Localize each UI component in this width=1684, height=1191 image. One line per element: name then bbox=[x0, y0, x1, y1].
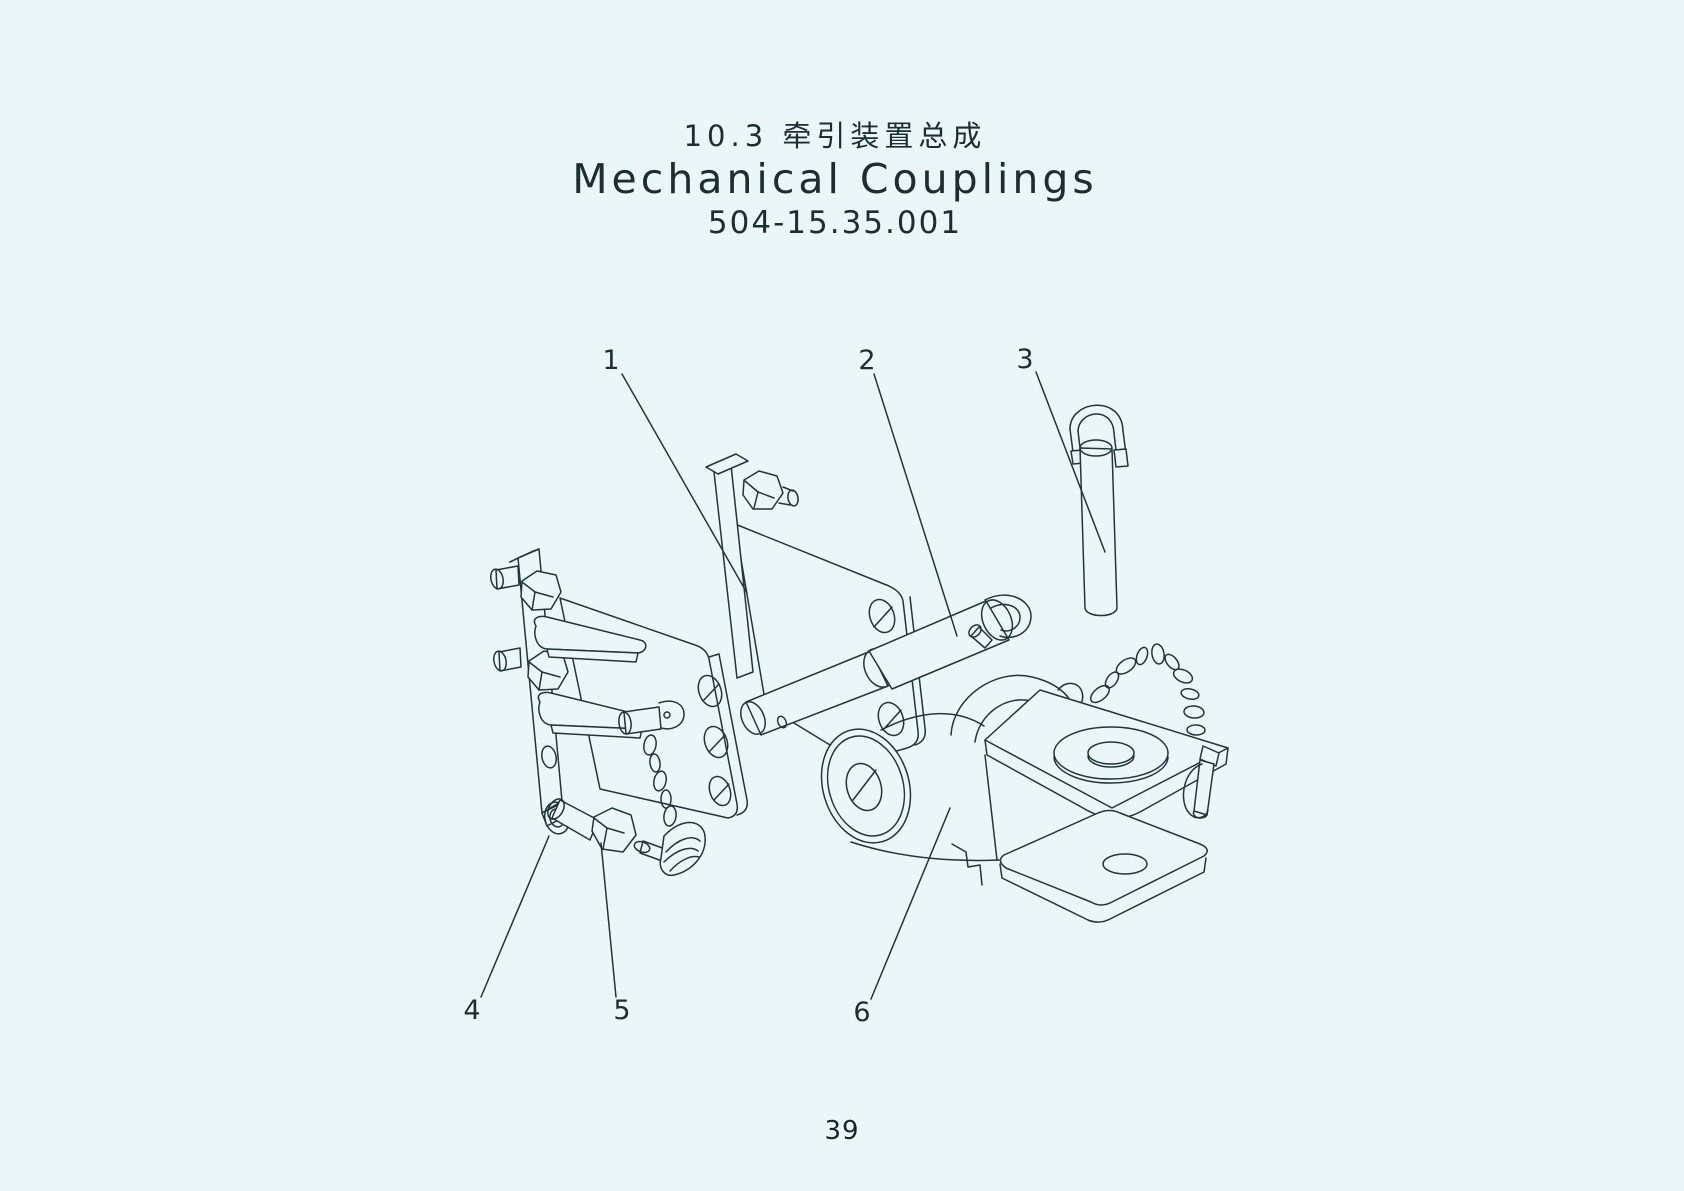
leader-5 bbox=[600, 842, 617, 998]
title-english: Mechanical Couplings bbox=[572, 155, 1098, 203]
bottom-plate bbox=[999, 809, 1208, 906]
callout-6: 6 bbox=[853, 997, 870, 1028]
vertical-plate-part1 bbox=[705, 453, 927, 763]
leader-lines bbox=[480, 371, 1106, 1000]
lock-pin-part3 bbox=[1069, 404, 1129, 617]
right-linch-pin bbox=[1182, 745, 1220, 819]
leader-3 bbox=[1035, 371, 1106, 553]
hitch-body-part6 bbox=[820, 674, 1229, 923]
callout-labels: 1 2 3 4 5 6 bbox=[463, 344, 1033, 1028]
ring-boss bbox=[1053, 726, 1169, 780]
leader-2 bbox=[873, 373, 958, 637]
bolt-part5 bbox=[547, 798, 637, 853]
page-number: 39 bbox=[824, 1116, 860, 1146]
callout-3: 3 bbox=[1016, 344, 1033, 375]
leader-6 bbox=[870, 807, 951, 1000]
callout-2: 2 bbox=[858, 345, 875, 376]
eye-cylinder bbox=[820, 728, 912, 844]
bracket-hex-bolt-upper bbox=[520, 570, 562, 611]
callout-1: 1 bbox=[602, 345, 619, 376]
wedge-tab-upper bbox=[533, 615, 647, 663]
chain-lug bbox=[623, 706, 662, 735]
title-chinese: 10.3 牵引装置总成 bbox=[683, 119, 987, 153]
leader-1 bbox=[621, 373, 748, 594]
bracket-hex-bolt-lower bbox=[527, 650, 569, 691]
drawing-number: 504-15.35.001 bbox=[707, 205, 963, 241]
left-linch-pin bbox=[633, 821, 706, 877]
title-block: 10.3 牵引装置总成 Mechanical Couplings 504-15.… bbox=[0, 118, 1670, 242]
left-chain bbox=[618, 700, 706, 877]
top-hex-bolt bbox=[742, 470, 799, 510]
right-chain bbox=[1089, 643, 1220, 819]
drawbar-pin-part2 bbox=[740, 594, 1032, 736]
callout-5: 5 bbox=[613, 995, 630, 1026]
leader-4 bbox=[480, 835, 550, 998]
callout-4: 4 bbox=[463, 995, 480, 1026]
